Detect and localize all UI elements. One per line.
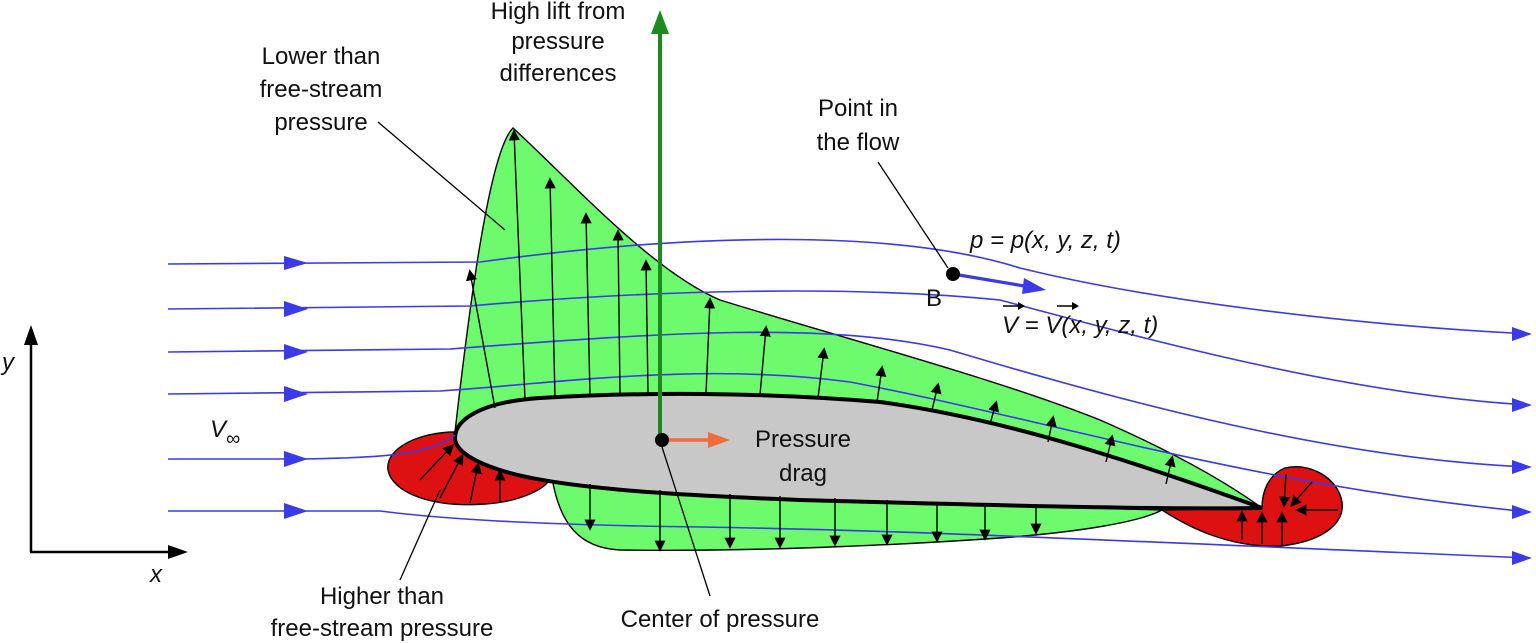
streamline-arrowhead xyxy=(284,256,308,270)
high-pressure-vectors xyxy=(419,443,1338,545)
point-in-flow-label-line1: Point in xyxy=(818,95,898,122)
streamline-arrowhead xyxy=(1512,551,1532,565)
streamlines xyxy=(167,238,1532,565)
pressure-equation: p = p(x, y, z, t) xyxy=(969,227,1121,254)
streamline-arrowhead xyxy=(1512,398,1532,412)
streamline-arrowhead xyxy=(1512,505,1532,519)
pressure-vector xyxy=(930,382,942,411)
lift-label-line2: pressure xyxy=(511,28,604,55)
point-b-dot xyxy=(946,267,960,281)
streamline-arrowhead xyxy=(284,386,308,402)
pressure-vector xyxy=(988,400,1000,425)
pressure-vector xyxy=(875,365,887,403)
leader-lines xyxy=(377,121,949,597)
lift-label-line1: High lift from xyxy=(491,0,626,25)
streamline xyxy=(167,238,1531,335)
pressure-vector xyxy=(1278,473,1291,508)
x-axis-arrowhead xyxy=(168,545,188,559)
lower-pressure-vectors xyxy=(584,484,1042,552)
streamline-arrowhead xyxy=(284,451,308,467)
pressure-vector xyxy=(704,297,716,395)
leader-center-of-pressure xyxy=(661,446,711,597)
point-b-label: B xyxy=(926,285,942,312)
pressure-vector xyxy=(1290,481,1313,508)
pressure-vector xyxy=(640,259,652,394)
pressure-vector xyxy=(1164,455,1176,485)
pressure-vector xyxy=(1104,434,1116,463)
velocity-vector-overbars xyxy=(1003,302,1079,310)
drag-arrowhead xyxy=(708,432,730,448)
pressure-vector xyxy=(419,443,454,481)
point-b-velocity-vector xyxy=(952,272,1031,289)
pressure-vector xyxy=(612,229,624,395)
lift-arrowhead xyxy=(651,10,669,34)
leader-higher-pressure xyxy=(399,489,441,581)
streamline xyxy=(167,290,1531,406)
point-b xyxy=(946,267,1046,294)
streamline xyxy=(167,331,1531,468)
velocity-equation: V = V(x, y, z, t) xyxy=(1002,312,1158,339)
y-axis-label: y xyxy=(0,349,16,376)
lift-label-line3: differences xyxy=(500,60,617,87)
streamline-arrowhead xyxy=(284,503,308,519)
text-labels: High lift from pressure differences Lowe… xyxy=(0,0,1158,642)
center-of-pressure-label: Center of pressure xyxy=(621,606,820,633)
pressure-vector xyxy=(580,212,592,397)
pressure-vector xyxy=(759,325,771,396)
streamline-arrowhead xyxy=(1512,460,1532,474)
pressure-vector xyxy=(466,269,496,409)
leader-point-in-flow xyxy=(877,161,949,269)
streamline xyxy=(168,510,1531,559)
streamline-arrowhead xyxy=(1512,327,1532,341)
pressure-vector xyxy=(508,129,526,401)
drag-arrow xyxy=(664,432,730,448)
lower-pressure-label-line1: Lower than xyxy=(262,43,381,70)
leader-lower-pressure xyxy=(377,121,506,231)
pressure-drag-label-line2: drag xyxy=(779,460,827,487)
coordinate-axes xyxy=(24,325,188,559)
pressure-vector xyxy=(544,177,556,399)
streamline-arrowhead xyxy=(284,344,308,360)
streamline-arrowhead xyxy=(284,301,308,317)
airfoil xyxy=(452,391,1263,511)
pressure-vector xyxy=(1045,415,1057,443)
lower-pressure-label-line2: free-stream xyxy=(260,76,383,103)
higher-pressure-label-line1: Higher than xyxy=(320,583,444,610)
y-axis-arrowhead xyxy=(24,325,38,345)
center-of-pressure-point xyxy=(655,433,669,447)
point-in-flow-label-line2: the flow xyxy=(817,129,900,156)
pressure-vector xyxy=(817,347,829,399)
higher-pressure-label-line2: free-stream pressure xyxy=(271,615,494,642)
x-axis-label: x xyxy=(149,561,163,588)
pressure-vector xyxy=(469,462,482,504)
streamline xyxy=(167,372,1531,513)
pressure-drag-label-line1: Pressure xyxy=(755,426,851,453)
v-infinity-label: V∞ xyxy=(210,416,240,450)
upper-pressure-vectors xyxy=(466,129,1176,485)
point-b-velocity-arrowhead xyxy=(1022,278,1046,294)
streamline xyxy=(168,434,456,460)
pressure-vector xyxy=(439,453,464,499)
lower-pressure-label-line3: pressure xyxy=(274,109,367,136)
lift-arrow xyxy=(651,10,669,440)
